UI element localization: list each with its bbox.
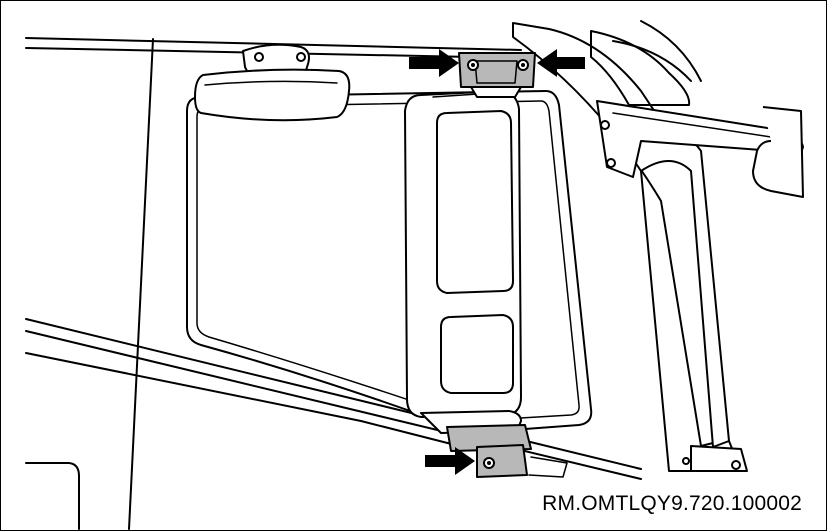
window-pane: [186, 90, 593, 434]
small-mirror: [194, 43, 351, 122]
figure-code: RM.OMTLQY9.720.100002: [542, 492, 802, 515]
lower-arrow: [425, 447, 475, 475]
upper-mount: [458, 52, 536, 98]
bolt-icon: [731, 460, 741, 470]
bolt-icon: [600, 120, 610, 130]
main-mirror: [404, 90, 522, 418]
upper-left-arrow: [409, 49, 459, 77]
cab-body-lines: [25, 37, 642, 530]
bolt-icon: [606, 158, 616, 168]
upper-arm-bracket: [596, 100, 804, 198]
upper-right-arrow: [537, 49, 585, 77]
lower-mount: [420, 410, 568, 478]
